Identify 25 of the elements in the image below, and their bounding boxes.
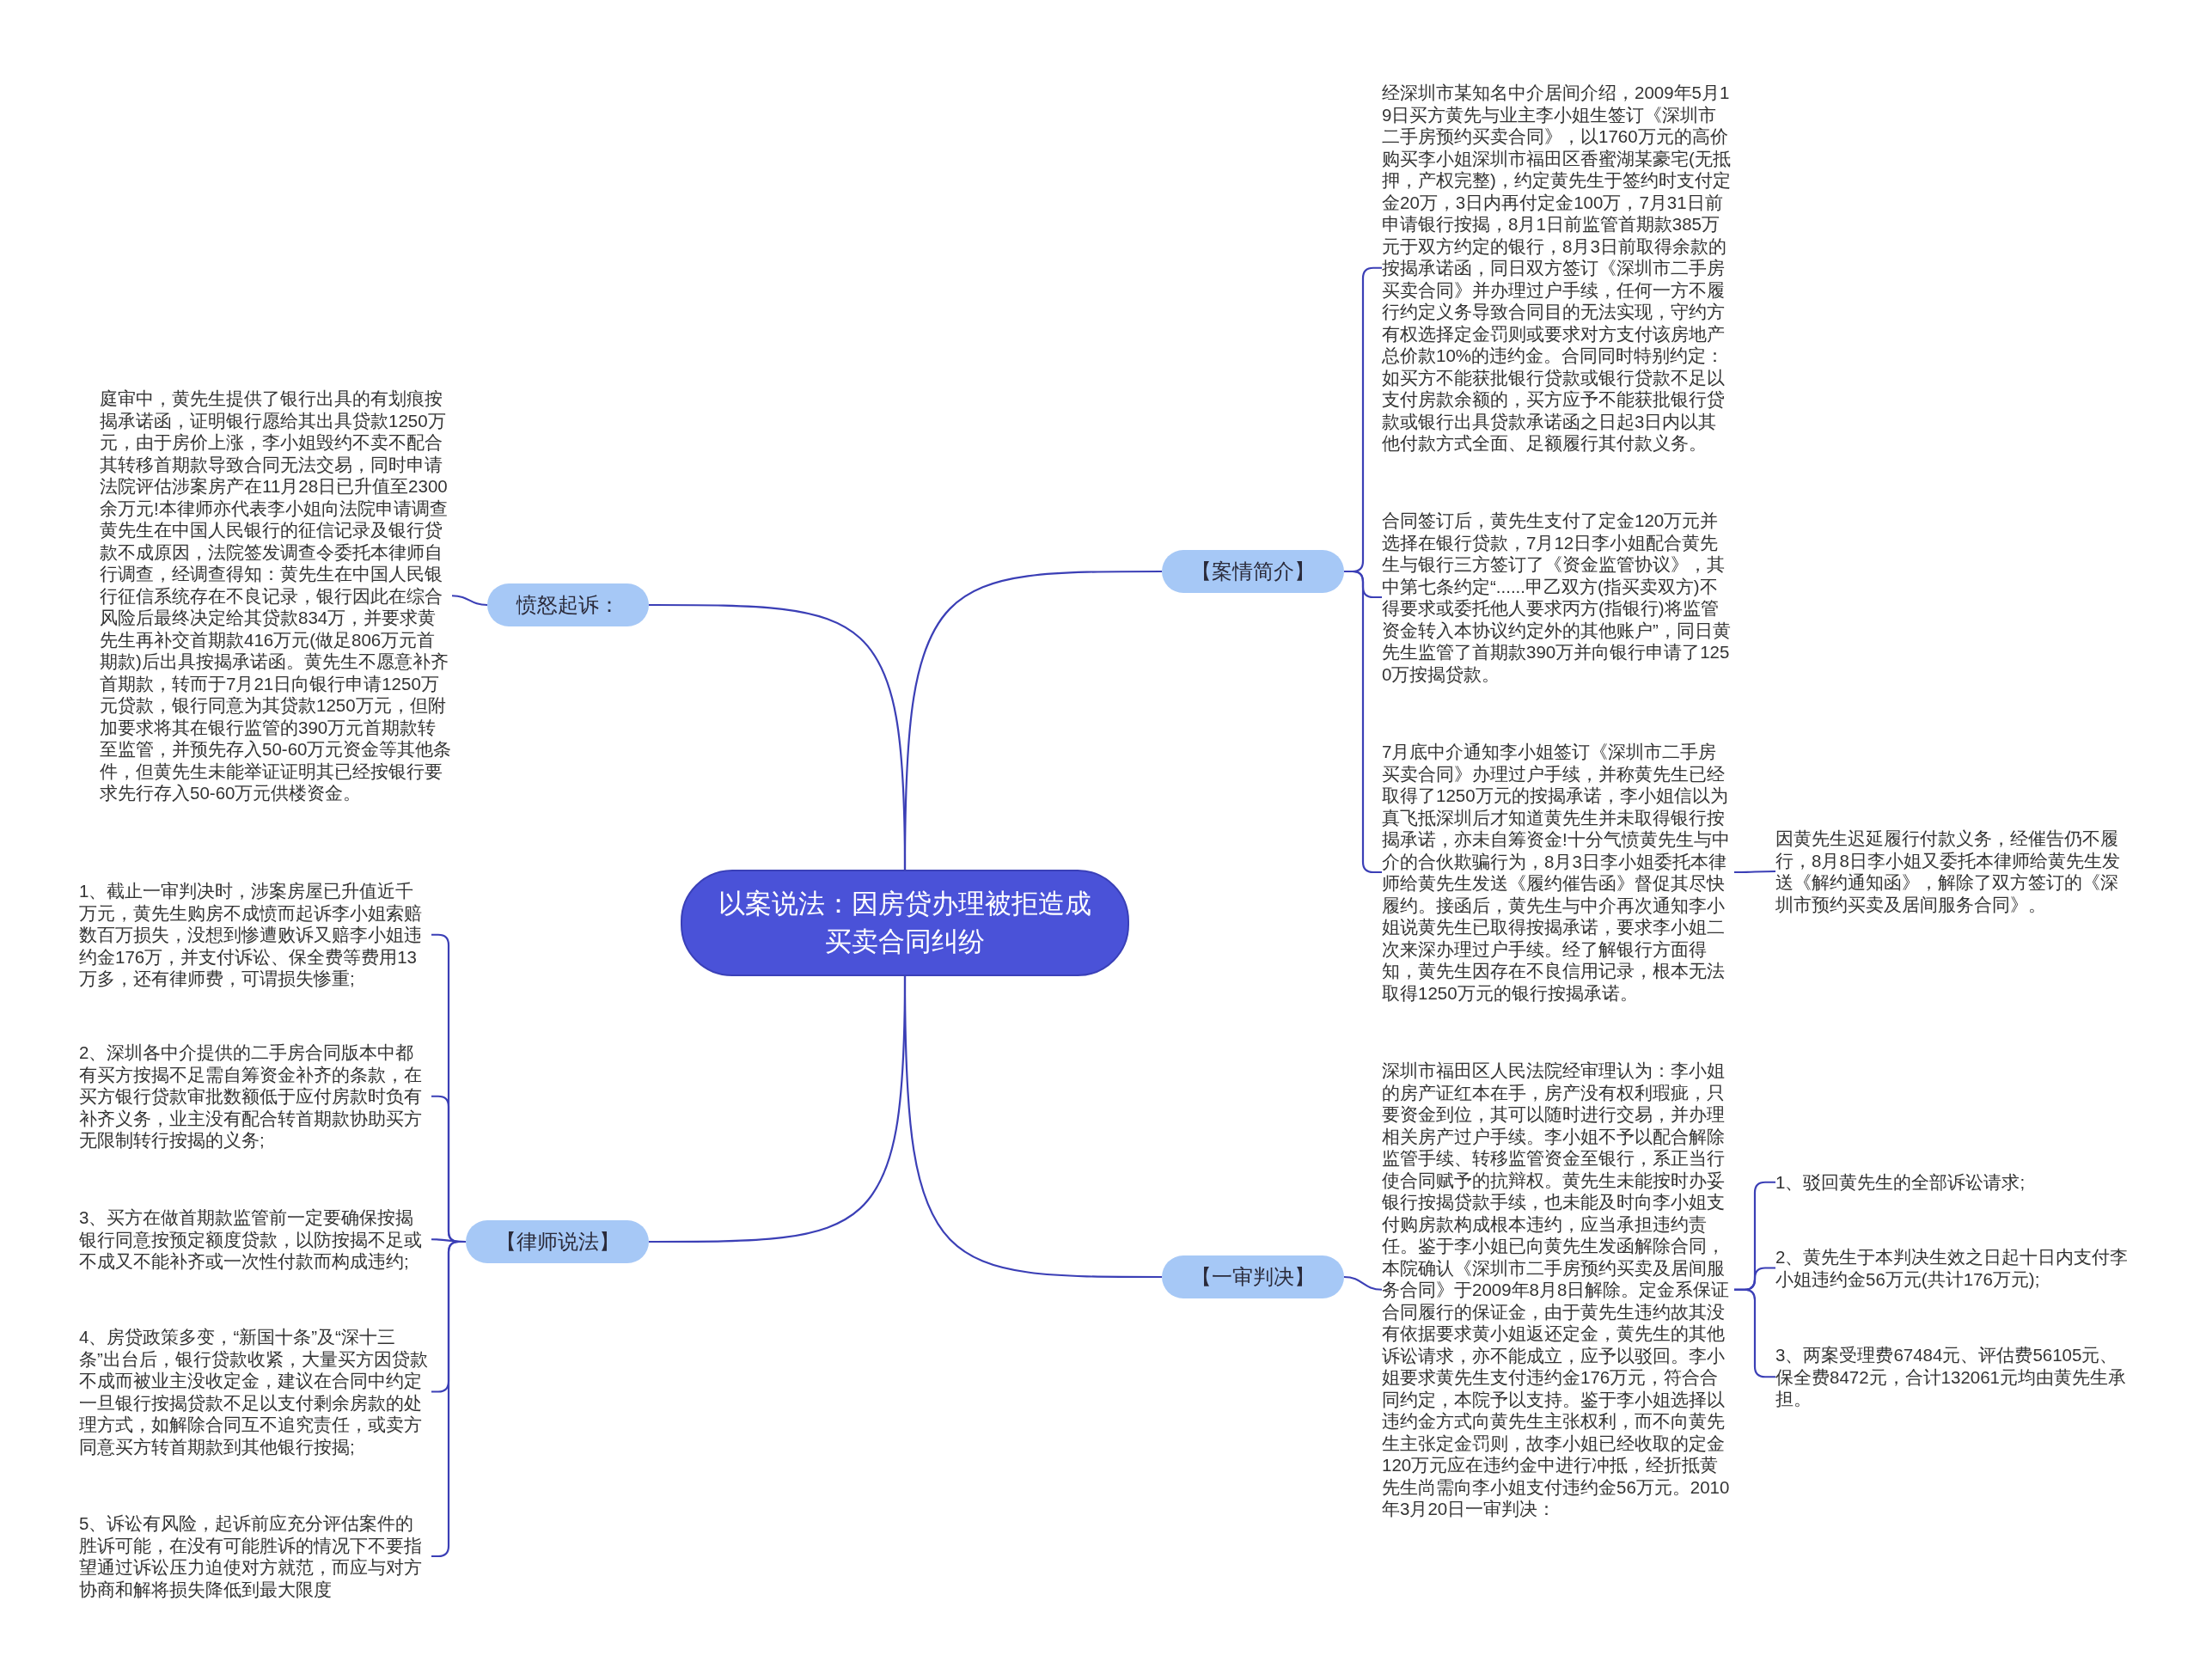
connector-line	[1734, 870, 1775, 874]
note-text: 庭审中，黄先生提供了银行出具的有划痕按揭承诺函，证明银行愿给其出具贷款1250万元，由于房价上涨，李小姐毁约不卖不配合其转移首期款导致合同无法交易，同时申请法院评估涉案房产在11月28日已升值至2300余万元!本律师亦代表李小姐向法院申请调查黄先生在中国人民银行的征信记录及银行贷款不成原因，法院签发调查令委托本律师自行调查，经调查得知：黄先生在中国人民银行征信系统存在不良记录，银行因此在综合风险后最终决定给其贷款834万，并要求黄先生再补交首期款416万元(做足806万元首期款)后出具按揭承诺函。黄先生不愿意补齐首期款，转而于7月21日向银行申请1250万元贷款，银行同意为其贷款1250万元，但附加要求将其在银行监管的390万元首期款转至监管，并预先存入50-60万元资金等其他条件，但黄先生未能举证证明其已经按银行要求先行存入50-60万元供楼资金。	[100, 388, 452, 804]
connector-line	[431, 1240, 466, 1558]
central-topic: 以案说法：因房贷办理被拒造成买卖合同纠纷	[681, 870, 1129, 976]
note-text: 5、诉讼有风险，起诉前应充分评估案件的胜诉可能，在没有可能胜诉的情况下不要指望通过诉讼压力迫使对方就范，而应与对方协商和解将损失降低到最大限度	[79, 1512, 431, 1600]
note-text: 2、黄先生于本判决生效之日起十日内支付李小姐违约金56万元(共计176万元);	[1775, 1246, 2132, 1290]
note-text: 7月底中介通知李小姐签订《深圳市二手房买卖合同》办理过户手续，并称黄先生已经取得了1250万元的按揭承诺，李小姐信以为真飞抵深圳后才知道黄先生并未取得银行按揭承诺，亦未自筹资金!十分气愤黄先生与中介的合伙欺骗行为，8月3日李小姐委托本律师给黄先生发送《履约催告函》督促其尽快履约。接函后，黄先生与中介再次通知李小姐说黄先生已取得按揭承诺，要求李小姐二次来深办理过户手续。经了解银行方面得知，黄先生因存在不良信用记录，根本无法取得1250万元的银行按揭承诺。	[1382, 741, 1734, 1004]
connector-line	[451, 595, 488, 607]
topic-pill: 【一审判决】	[1162, 1255, 1344, 1298]
note-text: 因黄先生迟延履行付款义务，经催告仍不履行，8月8日李小姐又委托本律师给黄先生发送《解约通知函》，解除了双方签订的《深圳市预约买卖及居间服务合同》。	[1775, 828, 2132, 915]
note-text: 1、截止一审判决时，涉案房屋已升值近千万元，黄先生购房不成愤而起诉李小姐索赔数百万损失，没想到惨遭败诉又赔李小姐违约金176万，并支付诉讼、保全费等费用13万多，还有律师费，可谓损失惨重;	[79, 880, 431, 990]
topic-pill: 【律师说法】	[466, 1220, 649, 1263]
note-text: 1、驳回黄先生的全部诉讼请求;	[1775, 1171, 2132, 1194]
note-text: 合同签订后，黄先生支付了定金120万元并选择在银行贷款，7月12日李小姐配合黄先生与银行三方签订了《资金监管协议》，其中第七条约定“......甲乙双方(指买卖双方)不得要求或委托他人要求丙方(指银行)将监管资金转入本协议约定外的其他账户”，同日黄先生监管了首期款390万并向银行申请了1250万按揭贷款。	[1382, 510, 1734, 685]
topic-pill: 【案情简介】	[1162, 550, 1344, 593]
note-text: 经深圳市某知名中介居间介绍，2009年5月19日买方黄先与业主李小姐生签订《深圳市二手房预约买卖合同》，以1760万元的高价购买李小姐深圳市福田区香蜜湖某豪宅(无抵押，产权完整)，约定黄先生于签约时支付定金20万，3日内再付定金100万，7月31日前申请银行按揭，8月1日前监管首期款385万元于双方约定的银行，8月3日前取得余款的按揭承诺函，同日双方签订《深圳市二手房买卖合同》并办理过户手续，任何一方不履行约定义务导致合同目的无法实现，守约方有权选择定金罚则或要求对方支付该房地产总价款10%的违约金。合同同时特别约定：如买方不能获批银行贷款或银行贷款不足以支付房款余额的，买方应予不能获批银行贷款或银行出具贷款承诺函之日起3日内以其他付款方式全面、足额履行其付款义务。	[1382, 82, 1734, 455]
note-text: 2、深圳各中介提供的二手房合同版本中都有买方按揭不足需自筹资金补齐的条款，在买方银行贷款审批数额低于应付房款时负有补齐义务，业主没有配合转首期款协助买方无限制转行按揭的义务;	[79, 1042, 431, 1152]
topic-pill: 愤怒起诉：	[487, 583, 649, 626]
connector-line	[649, 976, 907, 1243]
note-text: 3、两案受理费67484元、评估费56105元、保全费8472元，合计132061元均由黄先生承担。	[1775, 1344, 2132, 1410]
note-text: 4、房贷政策多变，“新国十条”及“深十三条”出台后，银行贷款收紧，大量买方因贷款不成而被业主没收定金，建议在合同中约定一旦银行按揭贷款不足以支付剩余房款的处理方式，如解除合同互不追究责任，或卖方同意买方转首期款到其他银行按揭;	[79, 1326, 431, 1457]
connector-line	[1343, 1275, 1383, 1291]
connector-line	[649, 603, 907, 870]
note-text: 3、买方在做首期款监管前一定要确保按揭银行同意按预定额度贷款，以防按揭不足或不成又不能补齐或一次性付款而构成违约;	[79, 1207, 431, 1273]
note-text: 深圳市福田区人民法院经审理认为：李小姐的房产证红本在手，房产没有权利瑕疵，只要资金到位，其可以随时进行交易，并办理相关房产过户手续。李小姐不予以配合解除监管手续、转移监管资金至银行，系正当行使合同赋予的抗辩权。黄先生未能按时办妥银行按揭贷款手续，也未能及时向李小姐支付购房款构成根本违约，应当承担违约责任。鉴于李小姐已向黄先生发函解除合同，本院确认《深圳市二手房预约买卖及居间服务合同》于2009年8月8日解除。定金系保证合同履行的保证金，由于黄先生违约故其没有依据要求黄小姐返还定金，黄先生的其他诉讼请求，亦不能成立，应予以驳回。李小姐要求黄先生支付违约金176万元，符合合同约定，本院予以支持。鉴于李小姐选择以违约金方式向黄先生主张权利，而不向黄先生主张定金罚则，故李小姐已经收取的定金120万元应在违约金中进行冲抵，经折抵黄先生尚需向李小姐支付违约金56万元。2010年3月20日一审判决：	[1382, 1060, 1734, 1520]
